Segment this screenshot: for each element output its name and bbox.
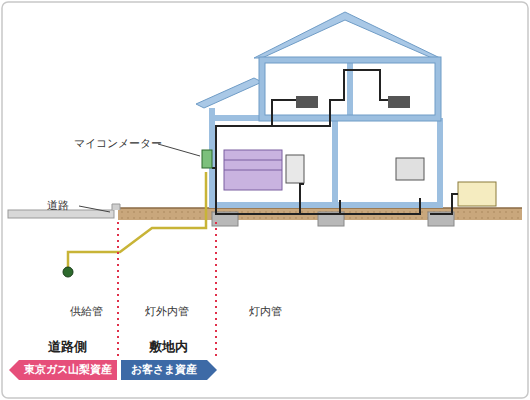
pipe-section-label: 供給管 — [70, 305, 103, 318]
asset-arrow-band: 東京ガス山梨資産 — [9, 360, 117, 380]
asset-arrow-band: お客さま資産 — [121, 360, 217, 380]
pipe-section-label: 灯内管 — [249, 305, 282, 318]
asset-label: お客さま資産 — [121, 360, 207, 380]
asset-label: 東京ガス山梨資産 — [19, 360, 117, 380]
area-label: 道路側 — [48, 339, 87, 355]
road-label: 道路 — [47, 199, 69, 212]
meter-label: マイコンメーター — [74, 137, 162, 150]
pipe-section-label: 灯外内管 — [145, 305, 189, 318]
area-label: 敷地内 — [149, 339, 188, 355]
